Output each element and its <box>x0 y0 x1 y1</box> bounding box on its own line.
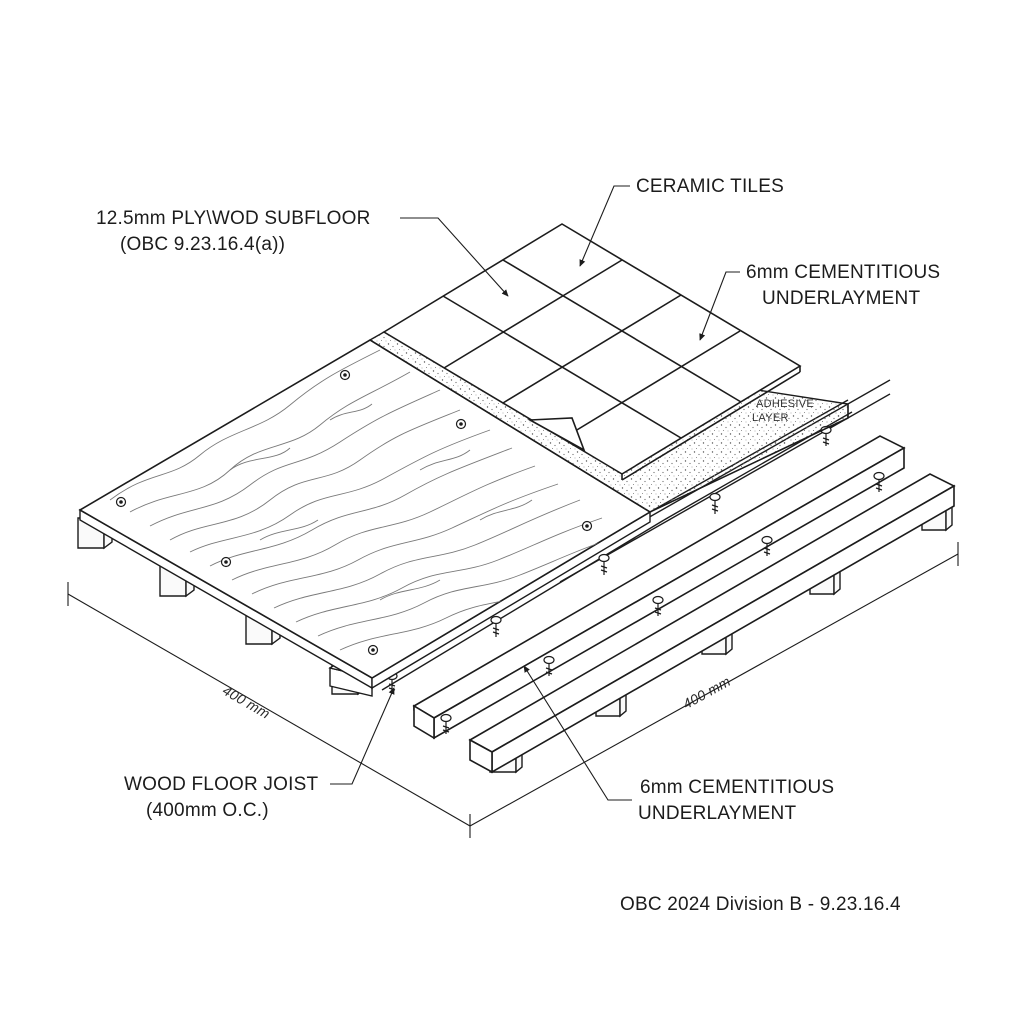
screw <box>440 713 452 734</box>
code-reference: OBC 2024 Division B - 9.23.16.4 <box>620 894 901 915</box>
adhesive-label-line1: ADHESIVE <box>756 398 815 410</box>
dimension-line-left <box>67 593 471 827</box>
wood-floor-joist <box>468 473 956 774</box>
dimension-lines <box>67 542 959 838</box>
leader-joist <box>330 687 395 785</box>
screw <box>873 471 885 492</box>
plywood-code-label: (OBC 9.23.16.4(a)) <box>120 234 286 255</box>
plywood-subfloor-label: 12.5mm PLY\WOD SUBFLOOR <box>96 208 371 229</box>
screw <box>543 655 555 676</box>
adhesive-label-line2: LAYER <box>752 412 789 424</box>
ceramic-tiles <box>382 223 802 481</box>
screw <box>761 535 773 556</box>
screw <box>598 553 610 575</box>
screw <box>490 615 502 637</box>
leader-tiles <box>579 185 630 267</box>
wood-floor-joist <box>412 435 906 740</box>
underlayment-bottom-label-line1: 6mm CEMENTITIOUS <box>640 777 835 798</box>
leader-underlay-bottom <box>523 665 632 801</box>
tile-grid <box>442 259 742 440</box>
underlayment-bottom-label-line2: UNDERLAYMENT <box>638 803 797 824</box>
plywood-nails <box>115 369 593 656</box>
wood-floor-joist-label: WOOD FLOOR JOIST <box>124 774 319 795</box>
ceramic-tiles-label: CERAMIC TILES <box>636 176 784 197</box>
screw <box>652 595 664 616</box>
cut-tile-corner <box>527 417 586 452</box>
leader-plywood <box>400 217 509 297</box>
dimension-line-right <box>469 553 959 827</box>
wood-grain <box>109 349 641 651</box>
underlayment-top-label-line1: 6mm CEMENTITIOUS <box>746 262 941 283</box>
wood-floor-joists <box>412 435 956 774</box>
leader-lines <box>330 185 740 801</box>
joist-spacing-label: (400mm O.C.) <box>146 800 269 821</box>
screw <box>709 492 721 514</box>
underlayment-top-label-line2: UNDERLAYMENT <box>762 288 921 309</box>
leader-underlay-top <box>699 271 740 341</box>
